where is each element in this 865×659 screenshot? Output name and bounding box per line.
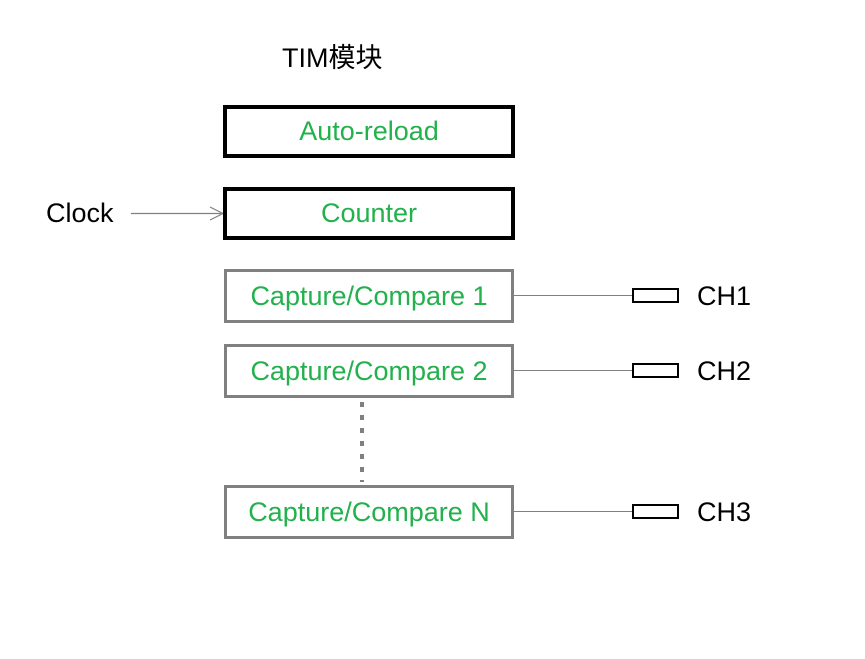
connector-line [514, 295, 632, 296]
capture-compare-row-1: Capture/Compare 1 CH1 [0, 269, 865, 323]
capture-compare-n-label: Capture/Compare N [248, 496, 490, 527]
capture-compare-row-2: Capture/Compare 2 CH2 [0, 344, 865, 398]
channel-label-ch3: CH3 [697, 497, 752, 527]
counter-label: Counter [320, 198, 418, 228]
block-capture-compare-2: Capture/Compare 2 [224, 344, 514, 398]
connector-line [514, 511, 632, 512]
block-capture-compare-n: Capture/Compare N [224, 485, 514, 539]
block-auto-reload: Auto-reload [223, 105, 515, 158]
capture-compare-1-label: Capture/Compare 1 [250, 280, 488, 311]
capture-compare-2-label: Capture/Compare 2 [250, 355, 488, 386]
connector-line [514, 370, 632, 371]
channel-pin-rect [632, 363, 679, 378]
diagram-title: TIM模块 [282, 43, 383, 73]
channel-label-ch1: CH1 [697, 281, 752, 311]
channel-label-ch2: CH2 [697, 356, 752, 386]
channel-pin-rect [632, 504, 679, 519]
block-counter: Counter [223, 187, 515, 240]
clock-label: Clock [46, 198, 114, 228]
block-capture-compare-1: Capture/Compare 1 [224, 269, 514, 323]
capture-compare-row-n: Capture/Compare N CH3 [0, 485, 865, 539]
channel-pin-rect [632, 288, 679, 303]
clock-arrow-icon [131, 206, 225, 221]
ellipsis-dashed-line [360, 402, 364, 482]
auto-reload-label: Auto-reload [299, 116, 439, 146]
